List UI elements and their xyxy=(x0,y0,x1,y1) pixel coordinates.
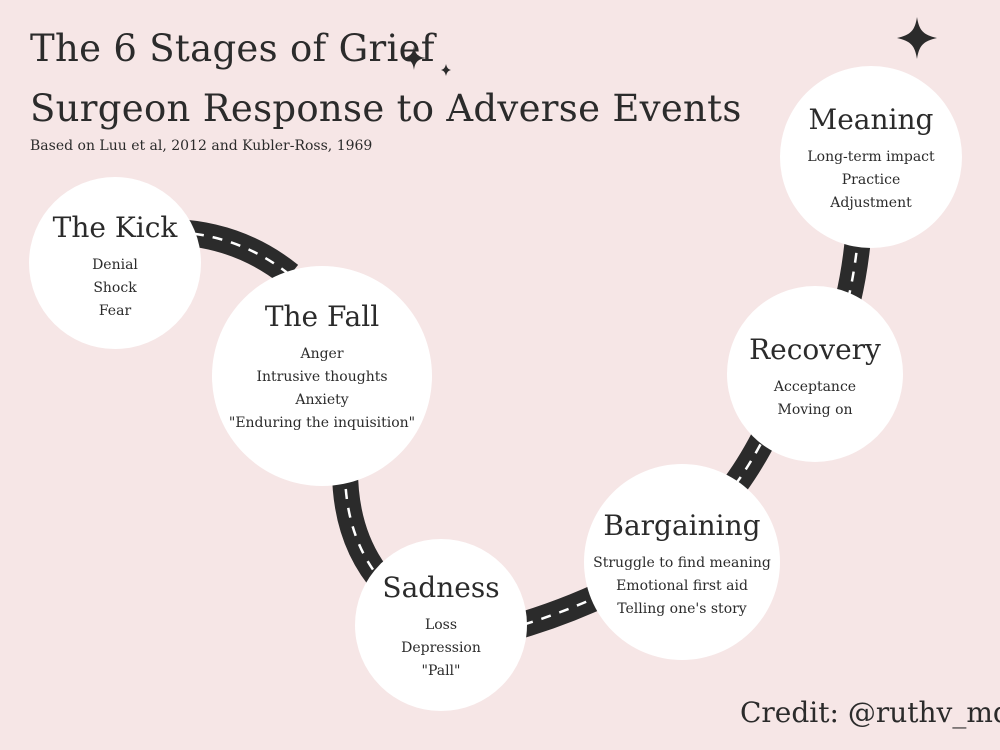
stage-item: Moving on xyxy=(777,402,853,418)
stage-title: Sadness xyxy=(382,571,500,604)
page-subtitle: Based on Luu et al, 2012 and Kubler-Ross… xyxy=(30,138,373,154)
stage-item: Practice xyxy=(841,172,901,188)
stage-item: Anxiety xyxy=(295,392,349,408)
stage-meaning: Meaning Long-term impact Practice Adjust… xyxy=(780,66,962,248)
sparkle-small-icon xyxy=(402,46,426,70)
stage-title: The Kick xyxy=(52,211,178,244)
stage-item: Denial xyxy=(92,257,138,273)
stage-item: Emotional first aid xyxy=(616,578,748,594)
stage-title: Meaning xyxy=(808,103,934,136)
stage-the-kick: The Kick Denial Shock Fear xyxy=(29,177,201,349)
stage-item: Intrusive thoughts xyxy=(256,369,388,385)
stage-item: Long-term impact xyxy=(807,149,935,165)
stage-item: Fear xyxy=(98,303,132,319)
road-segment-recovery-meaning xyxy=(835,236,871,303)
sparkle-icon xyxy=(897,17,937,59)
stage-title: Bargaining xyxy=(603,509,761,542)
page-title: The 6 Stages of Grief xyxy=(30,27,435,70)
stage-items: Long-term impact Practice Adjustment xyxy=(780,146,962,215)
stage-item: "Enduring the inquisition" xyxy=(228,415,416,431)
stage-recovery: Recovery Acceptance Moving on xyxy=(727,286,903,462)
stage-title: The Fall xyxy=(264,300,380,333)
stage-item: Acceptance xyxy=(773,379,857,395)
stage-the-fall: The Fall Anger Intrusive thoughts Anxiet… xyxy=(212,266,432,486)
page-title-line2: Surgeon Response to Adverse Events xyxy=(30,87,742,130)
stage-item: Depression xyxy=(401,640,481,656)
stage-item: Shock xyxy=(93,280,137,296)
stage-item: Struggle to find meaning xyxy=(593,555,771,571)
sparkle-tiny-icon xyxy=(441,64,451,76)
stage-item: Adjustment xyxy=(830,195,912,211)
stage-items: Anger Intrusive thoughts Anxiety "Enduri… xyxy=(212,343,432,435)
stage-items: Acceptance Moving on xyxy=(727,376,903,422)
stage-sadness: Sadness Loss Depression "Pall" xyxy=(355,539,527,711)
stage-item: Telling one's story xyxy=(617,601,747,617)
credit-label: Credit: @ruthv_md xyxy=(740,696,1000,729)
stage-item: "Pall" xyxy=(421,663,461,679)
stage-items: Denial Shock Fear xyxy=(29,254,201,323)
stage-item: Anger xyxy=(300,346,344,362)
stage-title: Recovery xyxy=(749,333,881,366)
stage-items: Struggle to find meaning Emotional first… xyxy=(584,552,780,621)
stage-bargaining: Bargaining Struggle to find meaning Emot… xyxy=(584,464,780,660)
stage-item: Loss xyxy=(424,617,458,633)
stage-items: Loss Depression "Pall" xyxy=(355,614,527,683)
